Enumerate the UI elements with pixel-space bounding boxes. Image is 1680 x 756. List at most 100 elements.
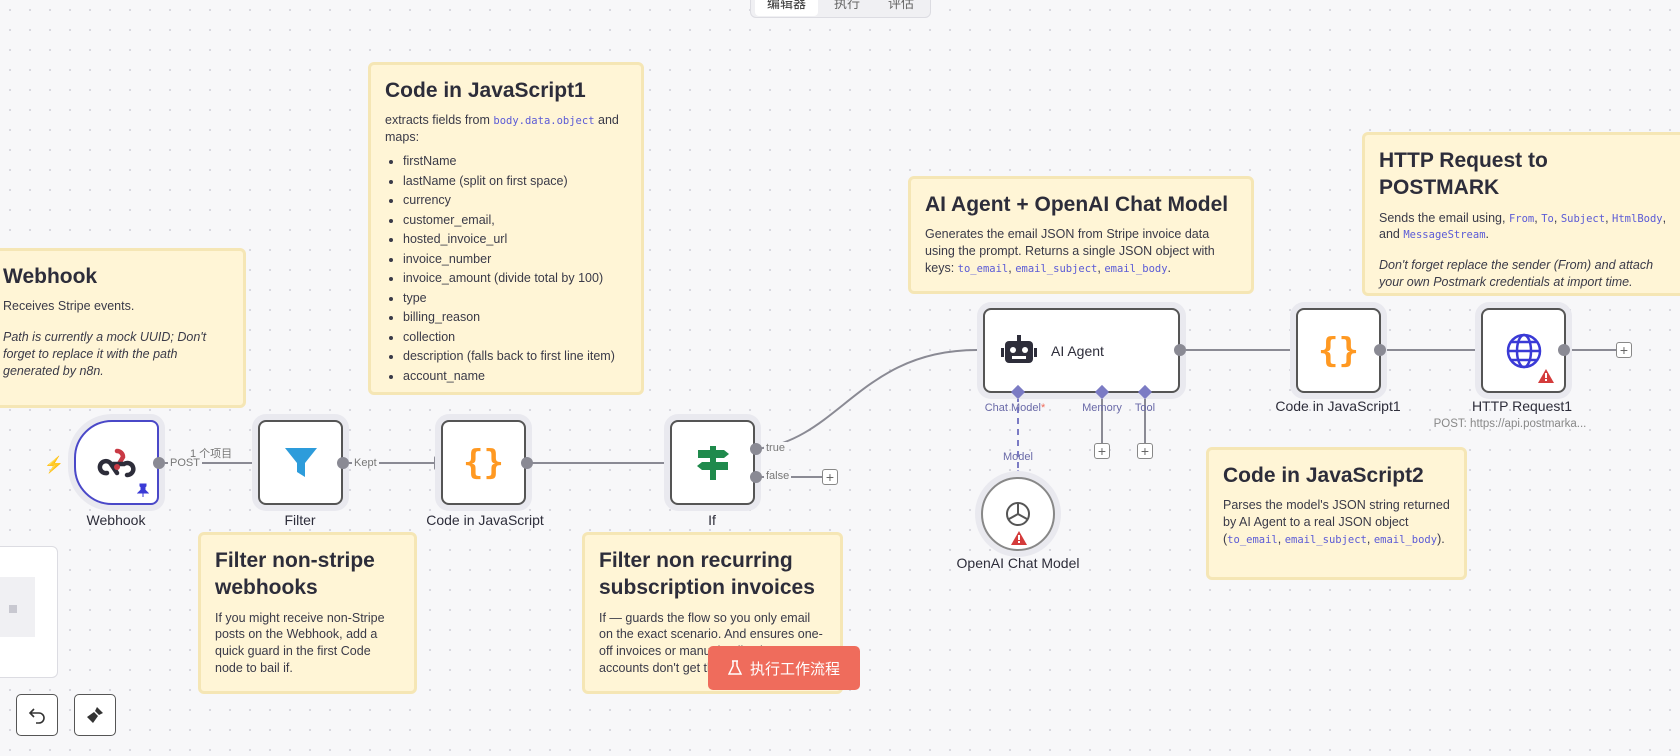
list-item: invoice_amount (divide total by 100) (403, 269, 627, 289)
memory-label: Memory (1082, 402, 1122, 414)
node-label-if: If (708, 512, 716, 528)
agent-output-handle[interactable] (1174, 344, 1186, 356)
sticky-ai-agent[interactable]: AI Agent + OpenAI Chat Model Generates t… (908, 176, 1254, 294)
field-list: firstName lastName (split on first space… (385, 152, 627, 386)
sticky-webhook[interactable]: Webhook Receives Stripe events. Path is … (0, 248, 246, 408)
false-label: false (764, 470, 792, 482)
text: Generates the email JSON from Stripe inv… (925, 227, 1215, 276)
sticky-title: AI Agent + OpenAI Chat Model (925, 193, 1229, 216)
add-node-false-button[interactable]: + (822, 469, 838, 485)
sticky-filter[interactable]: Filter non-stripe webhooks If you might … (198, 532, 417, 694)
agent-input-port[interactable] (977, 343, 984, 357)
sticky-http-request[interactable]: HTTP Request to POSTMARK Sends the email… (1362, 132, 1680, 296)
undo-icon (28, 708, 45, 724)
view-tabs: 编辑器 执行 评估 (750, 0, 932, 18)
sticky-text: If you might receive non-Stripe posts on… (215, 610, 385, 676)
sticky-note: Don't forget replace the sender (From) a… (1379, 258, 1654, 290)
filter-output-handle[interactable] (337, 457, 349, 469)
undo-button[interactable] (16, 694, 58, 736)
tab-evaluations[interactable]: 评估 (888, 0, 915, 11)
node-http-request1[interactable] (1481, 308, 1566, 393)
sticky-text: extracts fields from body.data.object an… (385, 112, 627, 146)
execute-workflow-button[interactable]: 执行工作流程 (708, 646, 860, 690)
http-input-port[interactable] (1475, 343, 1482, 357)
node-label-webhook: Webhook (86, 512, 146, 528)
if-false-handle[interactable] (750, 471, 762, 483)
warning-icon (1011, 531, 1027, 545)
list-item: description (falls back to first line it… (403, 347, 627, 367)
clear-canvas-button[interactable] (74, 694, 116, 736)
node-webhook[interactable] (74, 420, 159, 505)
code-text: to_email (957, 263, 1009, 276)
required-marker: * (1040, 402, 1046, 414)
text: Sends the email using, (1379, 210, 1509, 225)
code-text: MessageStream (1403, 229, 1486, 242)
node-label-openai: OpenAI Chat Model (956, 555, 1080, 571)
sticky-code-js1[interactable]: Code in JavaScript1 extracts fields from… (368, 62, 644, 395)
sticky-code-js2[interactable]: Code in JavaScript2 Parses the model's J… (1206, 447, 1467, 580)
node-code-js[interactable]: {} (441, 420, 526, 505)
text: and (1379, 227, 1404, 242)
sticky-title: Filter non recurring subscription invoic… (599, 549, 815, 600)
braces-icon: {} (463, 442, 504, 483)
sticky-text: Parses the model's JSON string returned … (1223, 498, 1450, 547)
node-label-code-js: Code in JavaScript (426, 512, 544, 528)
openai-icon (1006, 502, 1030, 526)
code-output-handle[interactable] (521, 457, 533, 469)
code-text: email_subject (1284, 534, 1367, 547)
node-ai-agent[interactable]: AI Agent (983, 308, 1180, 393)
node-if[interactable] (670, 420, 755, 505)
list-item: invoice_number (403, 250, 627, 270)
node-code-js1[interactable]: {} (1296, 308, 1381, 393)
flask-icon (727, 660, 742, 675)
funnel-icon (284, 447, 317, 477)
text: Chat Model (984, 402, 1041, 414)
node-label-code-js1: Code in JavaScript1 (1275, 398, 1401, 414)
text: extracts fields from (385, 113, 494, 128)
node-label-http: HTTP Request1 (1471, 398, 1573, 414)
http-output-handle[interactable] (1558, 344, 1570, 356)
list-item: lastName (split on first space) (403, 172, 627, 192)
sticky-text: Generates the email JSON from Stripe inv… (925, 227, 1215, 276)
sticky-text: Receives Stripe events. (3, 299, 135, 314)
code1-input-port[interactable] (1290, 343, 1297, 357)
kept-label: Kept (352, 457, 379, 469)
sticky-title: HTTP Request to POSTMARK (1379, 149, 1548, 200)
node-filter[interactable] (258, 420, 343, 505)
code-text: Subject (1560, 212, 1606, 225)
webhook-output-handle[interactable] (153, 457, 165, 469)
broom-icon (87, 707, 103, 723)
list-item: collection (403, 328, 627, 348)
sticky-note: Path is currently a mock UUID; Don't for… (3, 330, 207, 378)
minimap-viewport (0, 577, 35, 637)
list-item: type (403, 289, 627, 309)
add-memory-button[interactable]: + (1094, 443, 1110, 459)
add-tool-button[interactable]: + (1137, 443, 1153, 459)
text: ). (1437, 532, 1445, 547)
warning-icon (1538, 369, 1554, 383)
list-item: currency (403, 191, 627, 211)
signpost-icon (696, 445, 729, 480)
code1-output-handle[interactable] (1374, 344, 1386, 356)
filter-input-port[interactable] (252, 456, 259, 470)
minimap[interactable] (0, 546, 58, 678)
edge-if-agent (755, 349, 978, 450)
pin-icon (137, 483, 149, 497)
post-label: POST (168, 457, 202, 469)
code-input-port[interactable] (434, 456, 441, 470)
robot-icon (1001, 334, 1037, 363)
if-true-handle[interactable] (750, 443, 762, 455)
code-text: email_body (1373, 534, 1438, 547)
tab-editor[interactable]: 编辑器 (755, 0, 819, 16)
trigger-bolt-icon: ⚡ (44, 457, 64, 474)
code-text: From (1508, 212, 1535, 225)
if-input-port[interactable] (664, 456, 671, 470)
add-node-after-http-button[interactable]: + (1616, 342, 1632, 358)
sticky-title: Filter non-stripe webhooks (215, 549, 375, 600)
node-openai-chat-model[interactable] (981, 477, 1055, 551)
webhook-icon (97, 448, 136, 477)
braces-icon: {} (1318, 330, 1359, 371)
node-title: AI Agent (1051, 342, 1104, 359)
tab-executions[interactable]: 执行 (834, 0, 861, 11)
list-item: account_name (403, 367, 627, 387)
